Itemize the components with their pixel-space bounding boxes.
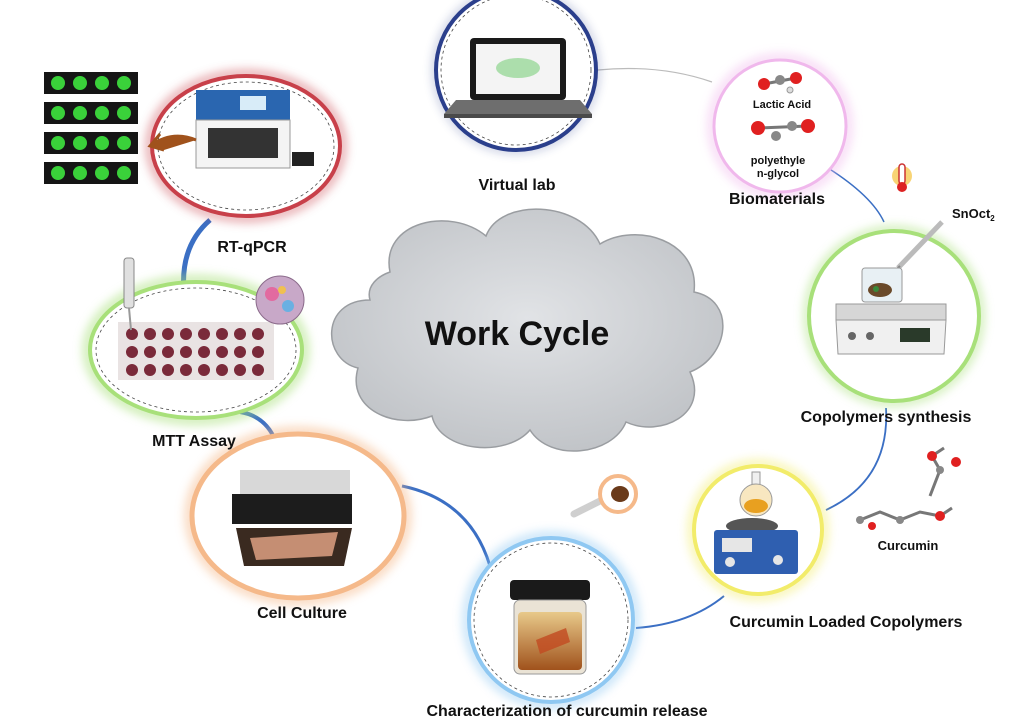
curcumin-loaded-label: Curcumin Loaded Copolymers [730,614,963,631]
pipette-icon [123,257,135,331]
hotplate-icon [835,267,947,355]
copolymer-synthesis-label: Copolymers synthesis [801,409,972,426]
hotplate-icon [714,518,798,574]
connector-characterization-cellculture [401,484,492,567]
pcr-machine-icon [195,90,314,169]
stage-mtt: MTT Assay [83,257,309,450]
characterization-label: Characterization of curcumin release [427,703,708,720]
stage-virtual-lab: Virtual lab [433,0,599,194]
thermometer-icon [892,163,912,192]
stage-cell-culture: Cell Culture [185,427,411,622]
stage-curcumin-loaded: Curcumin Loaded Copolymers [688,460,963,631]
peg-label-line2: n-glycol [757,168,799,180]
stage-characterization: Characterization of curcumin release [427,532,708,720]
peg-label-line1: polyethyle [751,155,805,167]
cell-culture-label: Cell Culture [257,605,347,622]
microscope-icon [232,470,352,566]
center-title: Work Cycle [425,315,610,353]
catalyst-label: SnOct2 [952,206,995,223]
flask-icon [570,474,638,518]
stage-copolymer-synthesis: SnOct2 Copolymers synthesis [801,206,996,426]
molecule-icon [856,446,961,530]
connector-curcumin-characterization [635,595,725,629]
molecule-icon [758,72,802,94]
stage-biomaterials: Lactic Acid polyethyle n-glycol Biomater… [708,54,852,208]
cell-icon [255,275,305,325]
well-plate-icon [118,322,274,380]
dna-gel-icon [44,72,138,184]
jar-icon [510,580,590,675]
biomaterials-label: Biomaterials [729,191,825,208]
virtual-lab-label: Virtual lab [478,177,555,194]
lactic-acid-label: Lactic Acid [753,99,811,111]
stage-rtqpcr: RT-qPCR [146,70,346,256]
work-cycle-cloud: Work Cycle [330,208,724,452]
connector-virtual-lab-biomaterials [597,67,713,83]
molecule-icon [751,119,815,141]
mtt-label: MTT Assay [152,433,236,450]
flask-icon [739,471,773,517]
rtqpcr-label: RT-qPCR [217,239,287,256]
connector-biomaterials-synthesis [827,167,885,223]
arrow-icon [147,133,197,152]
connector-synthesis-curcumin [825,407,888,511]
laptop-icon [444,38,592,118]
curcumin-molecule-label: Curcumin [878,538,939,553]
